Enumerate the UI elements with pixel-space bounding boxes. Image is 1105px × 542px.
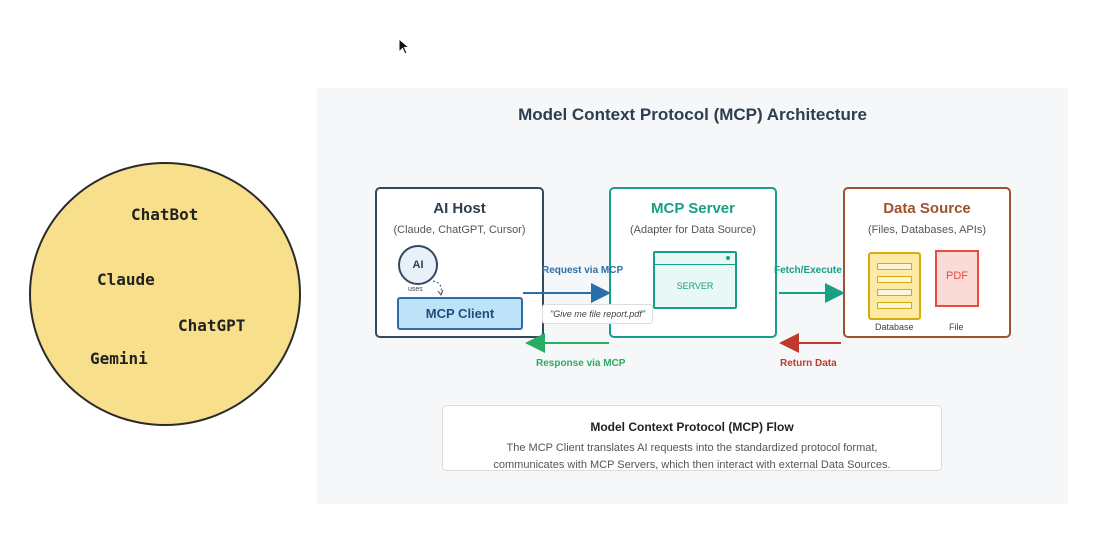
- ai-node: AI: [398, 245, 438, 285]
- flow-arrows: [523, 283, 845, 353]
- return-label: Return Data: [780, 358, 837, 369]
- database-icon: [868, 252, 921, 320]
- fetch-label: Fetch/Execute: [774, 265, 842, 276]
- response-label: Response via MCP: [536, 358, 626, 369]
- file-caption: File: [949, 322, 964, 332]
- ai-host-title: AI Host: [433, 200, 486, 217]
- ai-host-subtitle: (Claude, ChatGPT, Cursor): [393, 224, 526, 236]
- uses-arrow-icon: [432, 280, 444, 297]
- sketch-label-gemini: Gemini: [90, 349, 148, 368]
- flow-line-2: communicates with MCP Servers, which the…: [493, 459, 891, 471]
- sketch-label-claude: Claude: [97, 270, 155, 289]
- chatbot-sketch-circle: [29, 162, 301, 426]
- data-source-subtitle: (Files, Databases, APIs): [868, 224, 986, 236]
- pdf-label: PDF: [946, 270, 968, 282]
- flow-description: The MCP Client translates AI requests in…: [443, 440, 941, 474]
- pdf-file-icon: PDF: [935, 250, 979, 307]
- sketch-label-chatgpt: ChatGPT: [178, 316, 246, 335]
- database-caption: Database: [875, 322, 914, 332]
- flow-line-1: The MCP Client translates AI requests in…: [506, 442, 878, 454]
- request-label: Request via MCP: [542, 265, 624, 276]
- uses-label: uses: [408, 286, 423, 293]
- data-source-title: Data Source: [883, 200, 971, 217]
- sketch-label-chatbot: ChatBot: [131, 205, 199, 224]
- mouse-cursor-icon: [398, 38, 411, 55]
- mcp-client-node: MCP Client: [397, 297, 523, 330]
- data-source-box: Data Source (Files, Databases, APIs) Dat…: [843, 187, 1011, 338]
- request-example-note: "Give me file report.pdf": [542, 304, 653, 324]
- server-label: SERVER: [676, 281, 714, 291]
- flow-title: Model Context Protocol (MCP) Flow: [590, 420, 794, 434]
- mcp-server-title: MCP Server: [651, 200, 735, 217]
- ai-host-box: AI Host (Claude, ChatGPT, Cursor) AI use…: [375, 187, 544, 338]
- flow-description-box: Model Context Protocol (MCP) Flow The MC…: [442, 405, 942, 471]
- mcp-architecture-diagram: Model Context Protocol (MCP) Architectur…: [317, 88, 1068, 504]
- diagram-title: Model Context Protocol (MCP) Architectur…: [518, 105, 867, 124]
- mcp-server-subtitle: (Adapter for Data Source): [630, 224, 756, 236]
- server-window-icon: SERVER: [653, 251, 737, 309]
